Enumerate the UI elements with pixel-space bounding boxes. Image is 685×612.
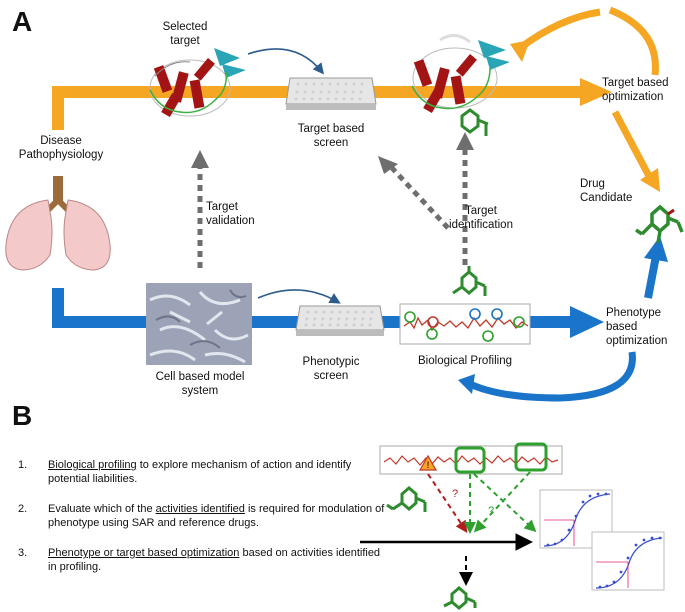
label-target-validation: Target validation (206, 201, 255, 227)
protein-structure-left (149, 48, 246, 118)
plate-phenotypic-screen (295, 305, 385, 336)
label-phenotypic-screen: Phenotypic screen (302, 356, 360, 382)
step-3: 3. Phenotype or target based optimizatio… (18, 547, 381, 573)
warning-icon: ! (427, 460, 430, 470)
label-target-identification: Target identification (449, 205, 513, 231)
lungs-illustration (5, 176, 111, 271)
ligand-b-left (386, 486, 427, 512)
dashed-arrows-b: ? ? (427, 471, 537, 534)
label-target-based-optimization: Target based optimization (602, 77, 669, 103)
plate-target-screen (285, 77, 377, 110)
label-target-based-screen: Target based screen (297, 123, 365, 149)
panel-a-letter: A (12, 6, 33, 37)
question-mark-red: ? (452, 488, 458, 500)
bio-profiling-chart (399, 303, 531, 345)
question-mark-green: ? (488, 505, 494, 517)
label-cell-based-model: Cell based model system (155, 371, 245, 397)
ligand-above-profiling (452, 266, 487, 296)
label-disease-pathophysiology: Disease Pathophysiology (18, 135, 104, 161)
gray-dotted-arrows (191, 132, 474, 268)
cell-image (146, 283, 252, 365)
ligand-b-bottom (443, 586, 477, 610)
ligand-drug-candidate (635, 204, 684, 244)
step-2: 2. Evaluate which of the activities iden… (18, 503, 385, 529)
panel-b-steps: 1. Biological profiling to explore mecha… (18, 458, 388, 590)
step-1: 1. Biological profiling to explore mecha… (18, 459, 352, 485)
orange-path (52, 6, 660, 192)
label-drug-candidate: Drug Candidate (580, 178, 633, 204)
dose-response-plot-2 (591, 531, 665, 591)
label-phenotype-based-optimization: Phenotype based optimization (606, 307, 668, 347)
curve-arrow-bottom (257, 289, 341, 304)
label-selected-target: Selected target (162, 21, 208, 47)
protein-structure-right (411, 34, 510, 136)
curve-arrow-top (247, 48, 324, 75)
panel-b-letter: B (12, 400, 33, 431)
profiling-strip-b: ! (379, 442, 563, 475)
label-biological-profiling: Biological Profiling (418, 355, 512, 367)
